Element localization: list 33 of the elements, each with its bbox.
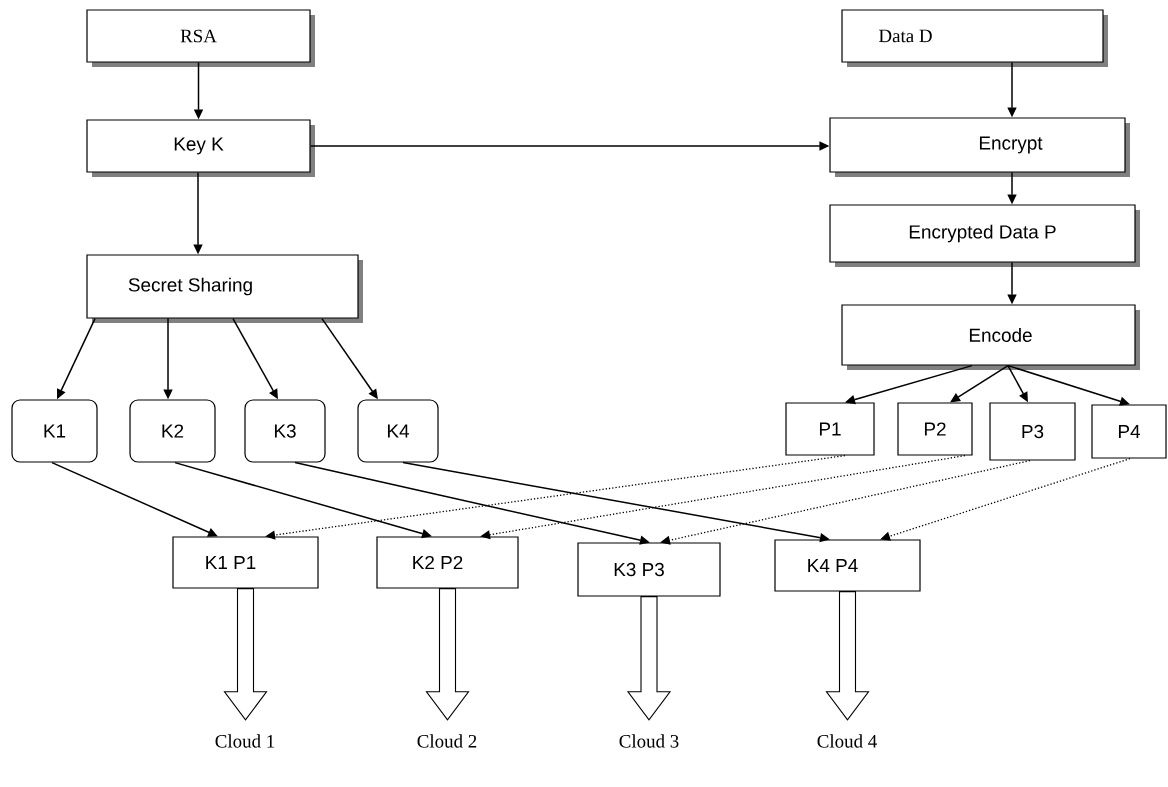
arrow (51, 461, 218, 537)
process-box: P2 (897, 402, 973, 456)
process-box: Encrypt (829, 117, 1130, 177)
arrow (660, 459, 1031, 545)
process-box: Secret Sharing (86, 254, 363, 323)
process-box: K4 P4 (774, 539, 921, 592)
process-box: P1 (785, 402, 875, 456)
cloud-label: Cloud 1 (215, 734, 275, 748)
block-arrow (223, 588, 268, 721)
block-arrow (825, 591, 870, 721)
process-box: Data D (841, 9, 1108, 67)
rounded-box: K4 (357, 399, 439, 463)
arrow (880, 457, 1131, 541)
arrow (265, 454, 846, 540)
process-box: P4 (1091, 404, 1167, 459)
block-arrow (425, 588, 470, 721)
cloud-label: Cloud 4 (817, 734, 877, 748)
rounded-box: K1 (11, 399, 98, 463)
block-arrow (626, 596, 672, 721)
process-box: Encrypted Data P (829, 204, 1140, 267)
process-box: K3 P3 (577, 542, 721, 597)
rounded-box: K2 (129, 399, 216, 463)
process-box: Key K (86, 119, 315, 177)
process-box: P3 (989, 402, 1076, 461)
process-box: Encode (841, 304, 1140, 370)
arrow (480, 454, 966, 540)
cloud-label: Cloud 2 (417, 734, 477, 748)
process-box: K2 P2 (376, 536, 519, 589)
arrow (950, 364, 1009, 403)
process-box: K1 P1 (172, 536, 319, 589)
rounded-box: K3 (244, 399, 326, 463)
process-box: RSA (86, 9, 315, 67)
cloud-label: Cloud 3 (619, 734, 679, 748)
